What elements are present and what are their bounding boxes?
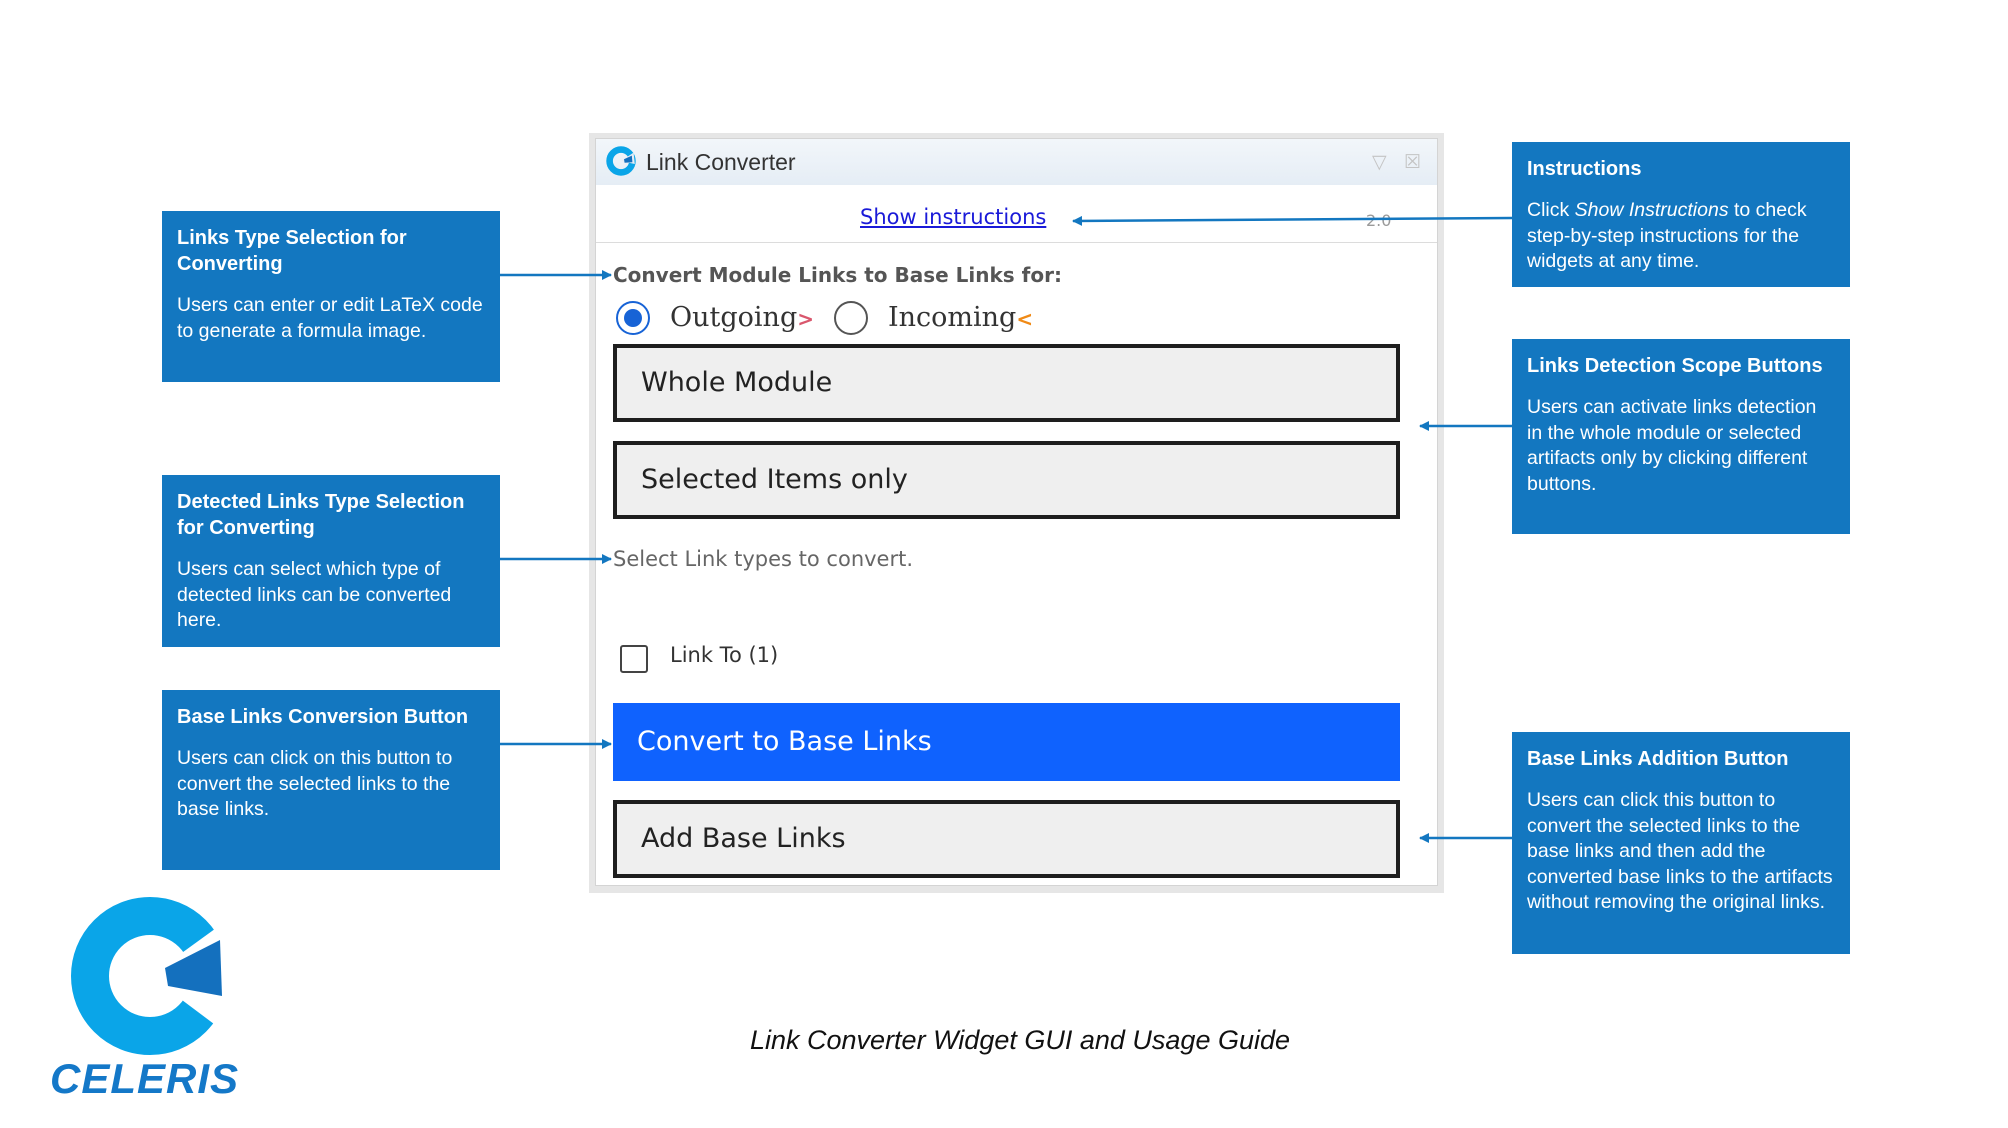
callout-body-suffix: to check step-by-step instructions for t…	[1527, 199, 1807, 272]
callout-body-prefix: Click	[1527, 199, 1575, 221]
callout-title: Base Links Conversion Button	[177, 706, 469, 728]
callout-links-type-selection: Links Type Selection for Converting User…	[162, 211, 500, 382]
callout-instructions: Instructions Click Show Instructions to …	[1512, 142, 1850, 287]
callout-body: Users can activate links detection in th…	[1527, 396, 1817, 495]
callout-title: Instructions	[1527, 158, 1642, 180]
callout-links-detection-scope: Links Detection Scope Buttons Users can …	[1512, 339, 1850, 534]
add-base-links-button[interactable]: Add Base Links	[613, 800, 1400, 878]
outgoing-arrow-icon: >	[797, 307, 814, 331]
outgoing-label: Outgoing>	[670, 302, 814, 333]
link-to-label: Link To (1)	[670, 643, 779, 667]
callout-title: Detected Links Type Selection for Conver…	[177, 491, 465, 539]
callout-body: Users can select which type of detected …	[177, 558, 452, 631]
incoming-label: Incoming<	[888, 302, 1033, 333]
convert-to-base-links-button[interactable]: Convert to Base Links	[613, 703, 1400, 781]
outgoing-label-text: Outgoing	[670, 302, 798, 333]
link-converter-widget: Link Converter ▽ ☒ Show instructions 2.0…	[595, 138, 1438, 886]
callout-body-emphasis: Show Instructions	[1574, 199, 1729, 221]
incoming-arrow-icon: <	[1016, 307, 1034, 331]
version-label: 2.0	[1366, 211, 1392, 230]
callout-base-links-addition: Base Links Addition Button Users can cli…	[1512, 732, 1850, 954]
callout-title: Links Detection Scope Buttons	[1527, 355, 1823, 377]
figure-caption: Link Converter Widget GUI and Usage Guid…	[749, 1025, 1291, 1055]
show-instructions-link[interactable]: Show instructions	[860, 205, 1047, 229]
callout-body: Users can click on this button to conver…	[177, 747, 453, 820]
widget-title: Link Converter	[646, 149, 796, 175]
selected-items-only-button[interactable]: Selected Items only	[613, 441, 1400, 519]
link-to-checkbox[interactable]	[620, 645, 648, 673]
callout-detected-links-type: Detected Links Type Selection for Conver…	[162, 475, 500, 647]
callout-base-links-conversion: Base Links Conversion Button Users can c…	[162, 690, 500, 870]
callout-body: Users can click this button to convert t…	[1527, 789, 1833, 913]
celeris-brand-logo-icon	[71, 897, 230, 1055]
direction-radio-group: Outgoing> Incoming<	[616, 299, 1316, 339]
callout-body: Click Show Instructions to check step-by…	[1527, 198, 1835, 275]
whole-module-button[interactable]: Whole Module	[613, 344, 1400, 422]
close-icon[interactable]: ☒	[1404, 152, 1422, 173]
brand-name: CELERIS	[50, 1055, 240, 1102]
outgoing-radio[interactable]	[616, 301, 650, 335]
callout-title: Links Type Selection for Converting	[177, 227, 407, 275]
callout-body: Users can enter or edit LaTeX code to ge…	[177, 294, 483, 342]
minimize-icon[interactable]: ▽	[1372, 152, 1387, 173]
select-link-types-hint: Select Link types to convert.	[613, 547, 914, 571]
divider	[596, 242, 1437, 243]
incoming-radio[interactable]	[834, 301, 868, 335]
convert-section-label: Convert Module Links to Base Links for:	[613, 263, 1062, 287]
celeris-logo-icon	[606, 146, 636, 176]
incoming-label-text: Incoming	[888, 302, 1017, 333]
callout-title: Base Links Addition Button	[1527, 748, 1789, 770]
widget-titlebar: Link Converter ▽ ☒	[596, 139, 1437, 185]
